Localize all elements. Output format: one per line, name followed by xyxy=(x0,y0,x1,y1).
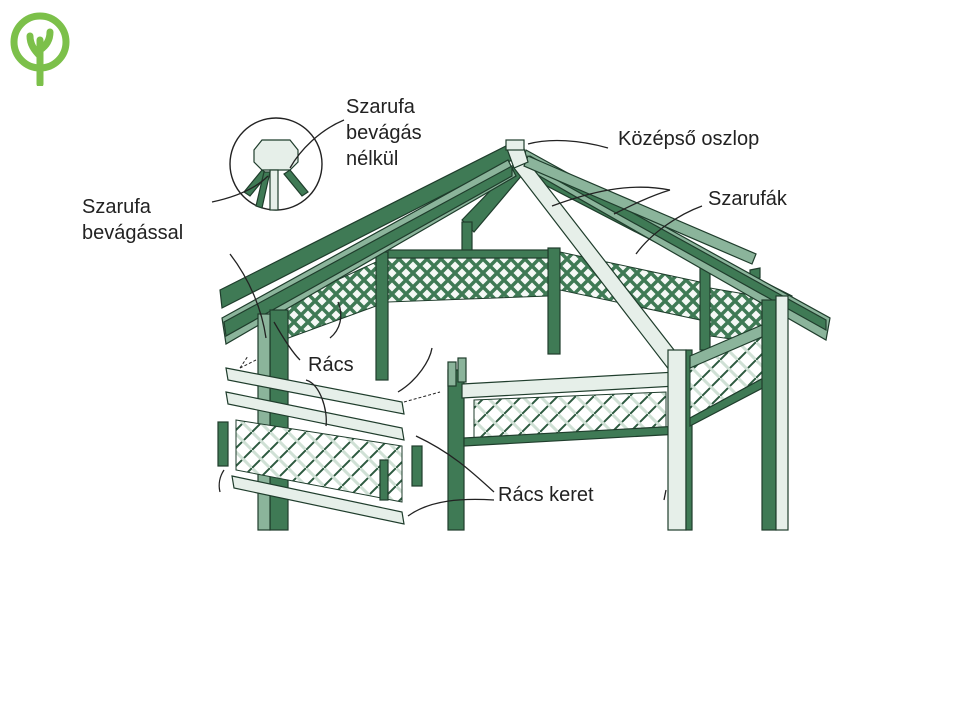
pointer-lines xyxy=(211,119,703,517)
rafter-detail-inset xyxy=(229,117,323,211)
label-rafters: Szarufák xyxy=(708,188,787,210)
tree-logo-icon xyxy=(10,12,70,86)
label-rafter-no-notch: Szarufa bevágás nélkül xyxy=(346,96,422,170)
label-lattice: Rács xyxy=(308,354,354,376)
roof-rafters xyxy=(219,139,831,411)
label-lattice-frame: Rács keret xyxy=(498,484,594,506)
label-center-post: Középső oszlop xyxy=(618,128,760,150)
front-lattice-section xyxy=(447,295,789,531)
label-rafter-notched: Szarufa bevágással xyxy=(82,196,184,244)
exploded-lattice-parts xyxy=(217,367,423,525)
